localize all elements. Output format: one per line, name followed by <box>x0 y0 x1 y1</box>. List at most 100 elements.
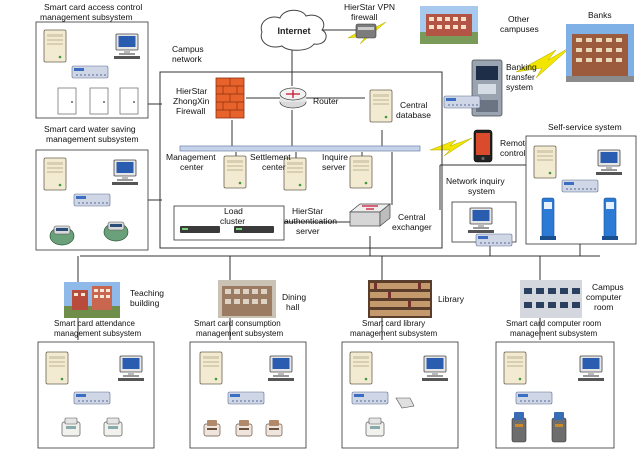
campus-network-label: Campus network <box>172 44 204 64</box>
settlement-center-server <box>283 157 307 191</box>
access-control-label: Smart card access control management sub… <box>40 2 142 22</box>
svg-text:Central: Central <box>398 212 426 222</box>
svg-text:Other: Other <box>508 14 529 24</box>
banks-photo <box>566 24 634 82</box>
management-center-label: Management center <box>166 152 216 172</box>
svg-text:Smart card attendance: Smart card attendance <box>54 319 135 328</box>
load-cluster-devices <box>180 226 274 233</box>
access-control-server <box>43 29 67 63</box>
svg-text:Campus: Campus <box>592 282 624 292</box>
water-saving-server <box>43 157 67 191</box>
computer-room-reader <box>515 391 553 405</box>
svg-text:Settlement: Settlement <box>250 152 291 162</box>
svg-text:Smart card computer room: Smart card computer room <box>506 319 601 328</box>
computer-room-mgmt-label: Smart card computer room management subs… <box>506 319 601 338</box>
svg-text:database: database <box>396 110 431 120</box>
inquire-server-label: Inquire server <box>322 152 348 172</box>
svg-text:server: server <box>296 226 320 236</box>
load-cluster-box <box>173 205 285 241</box>
access-control-reader <box>71 65 109 79</box>
svg-text:center: center <box>262 162 286 172</box>
access-door-3 <box>119 87 139 115</box>
svg-text:exchanger: exchanger <box>392 222 432 232</box>
svg-text:campuses: campuses <box>500 24 539 34</box>
backbone-bus <box>179 145 421 152</box>
router <box>279 87 307 109</box>
consumption-server <box>199 351 223 385</box>
svg-text:management subsystem: management subsystem <box>46 134 139 144</box>
computer-room-gate-1 <box>511 411 527 443</box>
svg-text:network: network <box>172 54 203 64</box>
central-database-server <box>369 89 393 123</box>
svg-text:server: server <box>322 162 346 172</box>
svg-text:Campus: Campus <box>172 44 204 54</box>
svg-text:transfer: transfer <box>506 72 535 82</box>
svg-text:control: control <box>500 148 526 158</box>
svg-text:computer: computer <box>586 292 622 302</box>
svg-text:Remote: Remote <box>500 138 530 148</box>
svg-text:Smart card access control: Smart card access control <box>44 2 142 12</box>
router-label: Router <box>313 96 339 106</box>
central-exchanger-label: Central exchanger <box>392 212 432 232</box>
svg-text:system: system <box>506 82 533 92</box>
settlement-center-label: Settlement center <box>250 152 291 172</box>
svg-text:management subsystem: management subsystem <box>510 329 597 338</box>
svg-text:Banking: Banking <box>506 62 537 72</box>
zhongxin-firewall-label: HierStar ZhongXin Firewall <box>173 86 210 116</box>
teaching-building-label: Teaching building <box>130 288 164 308</box>
central-exchanger <box>349 203 391 227</box>
network-inquiry-reader <box>475 233 513 247</box>
svg-text:Smart card library: Smart card library <box>362 319 425 328</box>
library-mgmt-reader <box>351 391 389 405</box>
banks-label: Banks <box>588 10 612 20</box>
auth-server-label: HierStar authentication server <box>284 206 337 236</box>
svg-text:Smart card water saving: Smart card water saving <box>44 124 136 134</box>
teaching-building-photo <box>64 282 120 318</box>
library-mgmt-server <box>349 351 373 385</box>
inquire-server <box>349 155 373 189</box>
svg-text:system: system <box>468 186 495 196</box>
banking-transfer-label: Banking transfer system <box>506 62 537 92</box>
library-terminal <box>365 417 385 437</box>
svg-text:management subsystem: management subsystem <box>40 12 133 22</box>
svg-text:authentication: authentication <box>284 216 337 226</box>
zhongxin-firewall <box>215 77 245 119</box>
remote-control-phone <box>473 129 493 163</box>
svg-text:Firewall: Firewall <box>176 106 205 116</box>
svg-text:management subsystem: management subsystem <box>54 329 141 338</box>
consumption-reader <box>227 391 265 405</box>
svg-text:HierStar: HierStar <box>292 206 323 216</box>
internet-label: Internet <box>277 26 310 36</box>
water-saving-label: Smart card water saving management subsy… <box>44 124 139 144</box>
access-door-1 <box>57 87 77 115</box>
computer-room-photo <box>520 280 582 318</box>
management-center-server <box>223 155 247 189</box>
svg-text:Smart card consumption: Smart card consumption <box>194 319 281 328</box>
svg-text:Load: Load <box>224 206 243 216</box>
water-saving-reader <box>73 193 111 207</box>
library-scanner <box>395 397 415 409</box>
library-photo <box>368 280 432 318</box>
attendance-server <box>45 351 69 385</box>
library-mgmt-label: Smart card library management subsystem <box>350 319 437 338</box>
computer-room-server <box>503 351 527 385</box>
consumption-label: Smart card consumption management subsys… <box>194 319 283 338</box>
dining-hall-photo <box>218 280 276 318</box>
self-service-kiosk-2 <box>601 197 619 241</box>
svg-text:HierStar VPN: HierStar VPN <box>344 2 395 12</box>
internet-cloud: Internet <box>260 9 327 51</box>
svg-text:Network inquiry: Network inquiry <box>446 176 505 186</box>
svg-text:ZhongXin: ZhongXin <box>173 96 210 106</box>
library-label: Library <box>438 294 465 304</box>
vpn-firewall-label: HierStar VPN firewall <box>344 2 395 22</box>
svg-text:cluster: cluster <box>220 216 245 226</box>
svg-text:room: room <box>594 302 613 312</box>
vpn-firewall-device <box>355 23 377 39</box>
other-campuses-photo <box>420 6 478 44</box>
campus-network-boundary <box>159 71 443 249</box>
svg-text:firewall: firewall <box>351 12 378 22</box>
svg-text:HierStar: HierStar <box>176 86 207 96</box>
attendance-reader <box>73 391 111 405</box>
svg-text:management subsystem: management subsystem <box>196 329 283 338</box>
